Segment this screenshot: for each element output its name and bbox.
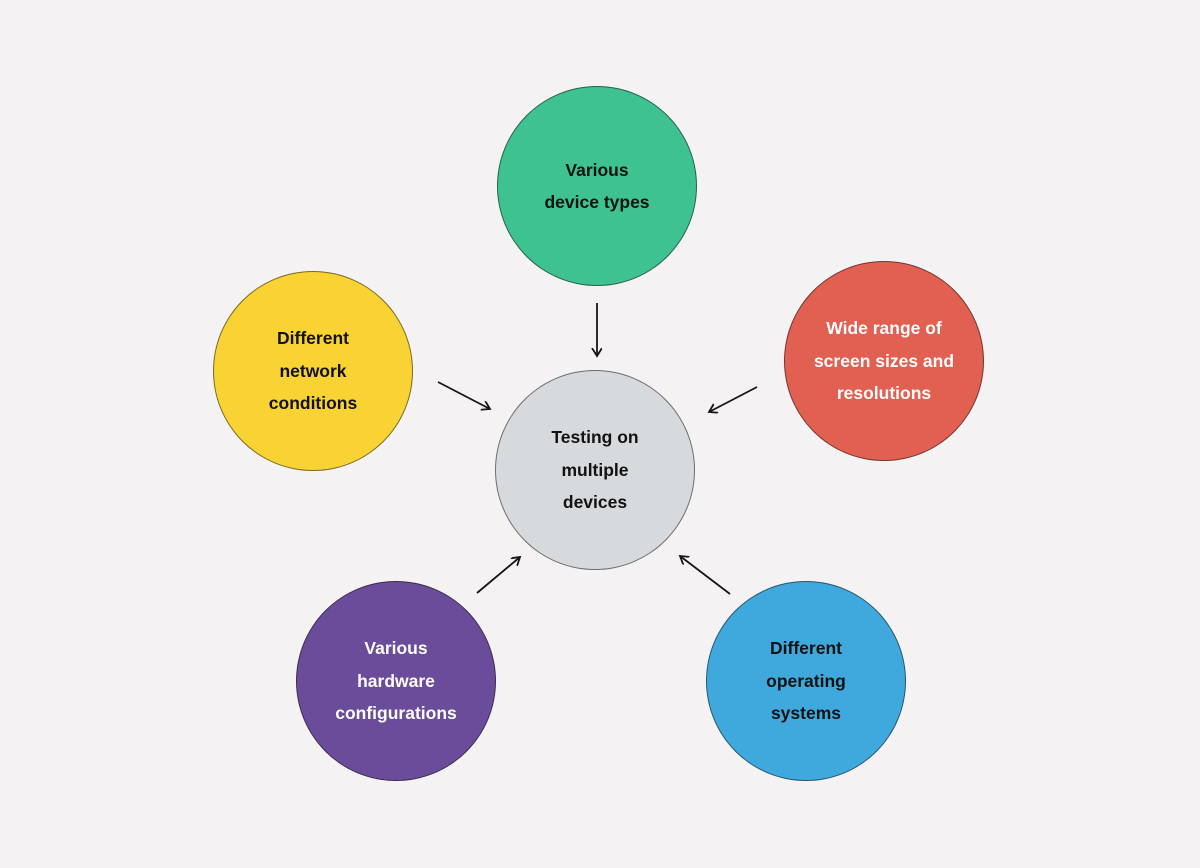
node-label: Various device types bbox=[544, 159, 650, 212]
node-label: Various hardware configurations bbox=[335, 638, 457, 724]
node-label: Different network conditions bbox=[268, 328, 358, 414]
node-label: Testing on multiple devices bbox=[551, 427, 639, 513]
node-label: Different operating systems bbox=[766, 638, 846, 724]
arrow-right-to-center bbox=[709, 386, 758, 412]
arrow-bottom-right-to-center bbox=[680, 556, 731, 595]
node-label: Wide range of screen sizes and resolutio… bbox=[813, 318, 955, 404]
node-various-device-types: Various device types bbox=[497, 86, 697, 286]
node-different-network-conditions: Different network conditions bbox=[213, 271, 413, 471]
node-various-hardware-configurations: Various hardware configurations bbox=[296, 581, 496, 781]
node-different-operating-systems: Different operating systems bbox=[706, 581, 906, 781]
node-wide-range-of-screen-sizes-and-resolutions: Wide range of screen sizes and resolutio… bbox=[784, 261, 984, 461]
node-testing-on-multiple-devices: Testing on multiple devices bbox=[495, 370, 695, 570]
arrow-bottom-left-to-center bbox=[476, 557, 520, 594]
arrow-left-to-center bbox=[437, 381, 490, 409]
